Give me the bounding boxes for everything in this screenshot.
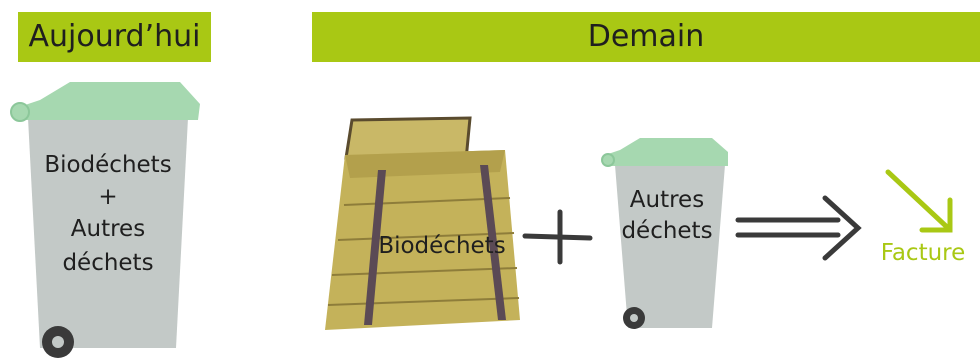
- today-header: Aujourd’hui: [18, 12, 211, 62]
- big-wheelie-bin-icon: [10, 82, 200, 358]
- today-bin-label-plus: +: [98, 184, 118, 210]
- small-wheelie-bin-icon: [601, 138, 728, 329]
- tomorrow-header: Demain: [312, 12, 980, 62]
- today-bin-label-autres: Autres: [70, 216, 146, 242]
- today-bin-label-dechets: déchets: [62, 250, 154, 276]
- compost-label: Biodéchets: [378, 233, 506, 259]
- small-bin-label-dechets: déchets: [621, 218, 713, 244]
- plus-icon: [522, 209, 593, 265]
- down-arrow-icon: [885, 169, 953, 233]
- small-bin-label-autres: Autres: [629, 187, 705, 213]
- compost-box-icon: [325, 116, 520, 330]
- today-bin-label-biodechets: Biodéchets: [44, 152, 172, 178]
- result-label-facture: Facture: [880, 240, 966, 266]
- double-arrow-icon: [735, 195, 862, 261]
